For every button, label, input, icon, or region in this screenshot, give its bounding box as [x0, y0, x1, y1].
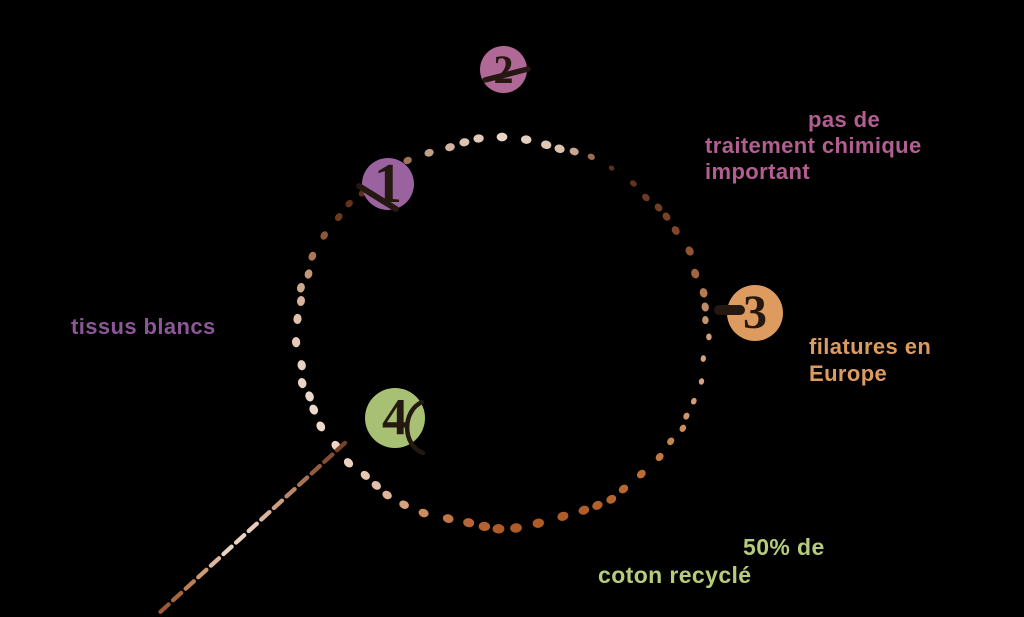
label-coton-recycle: 50% de coton recyclé [598, 533, 825, 589]
step-number-3: 3 [743, 286, 767, 339]
label-filatures-en-europe: filatures en Europe [809, 333, 931, 387]
label-pas-de-traitement-chimique: pas de traitement chimique important [705, 107, 922, 185]
label-line: filatures en [809, 334, 932, 359]
label-line: 50% de [743, 534, 825, 560]
label-line: traitement chimique [705, 133, 922, 158]
dotted-circle [291, 132, 712, 534]
step-circle-1: 1 [362, 153, 414, 215]
step-number-4: 4 [382, 389, 408, 446]
label-line: tissus blancs [71, 314, 216, 339]
label-tissus-blancs: tissus blancs [71, 314, 216, 340]
label-line: pas de [808, 107, 881, 132]
step-circle-4: 4 [365, 388, 425, 448]
step-number-2: 2 [493, 46, 514, 92]
step-number-1: 1 [374, 153, 402, 215]
step-circle-3: 3 [727, 285, 783, 341]
label-line: coton recyclé [598, 562, 752, 588]
hand-drawn-ink-marks [356, 66, 745, 456]
label-line: important [705, 159, 811, 184]
label-line: Europe [809, 361, 888, 386]
step-circle-2: 2 [480, 46, 527, 93]
pointer-dashed-line [158, 440, 348, 614]
